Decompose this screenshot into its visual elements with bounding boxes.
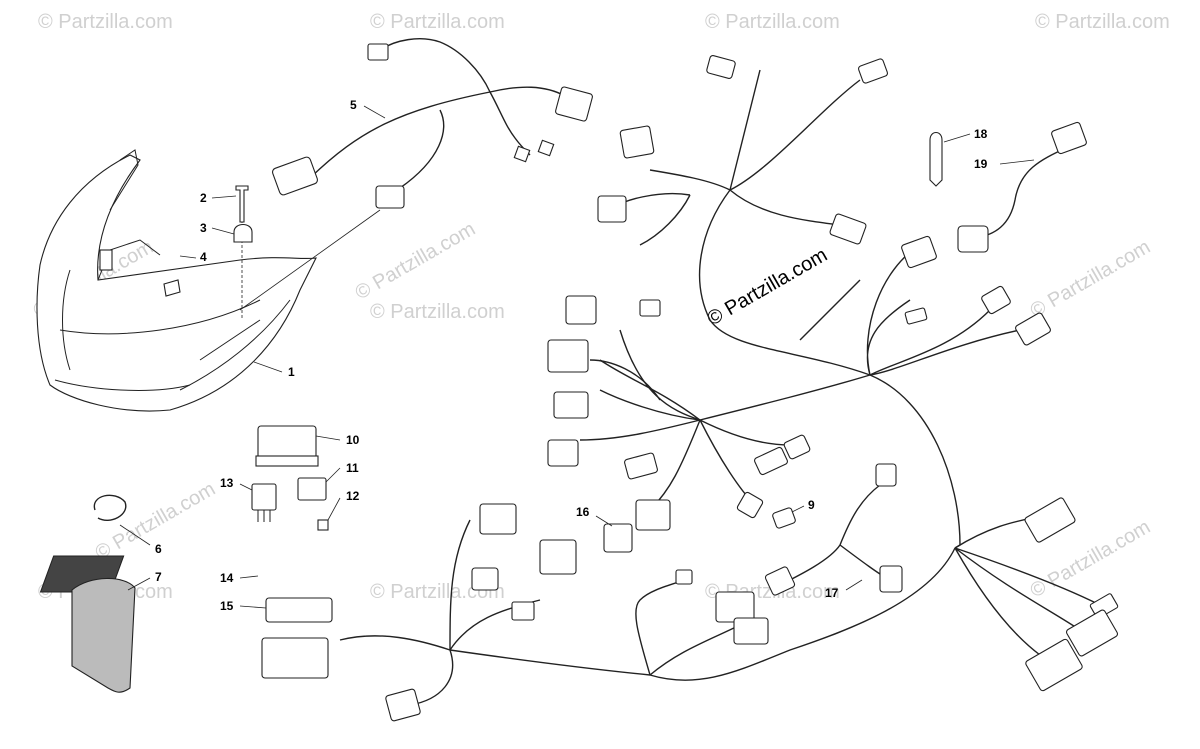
callout-2: 2 bbox=[200, 191, 207, 205]
part-15-gasket bbox=[265, 597, 333, 623]
callout-9: 9 bbox=[808, 498, 815, 512]
callout-18: 18 bbox=[974, 127, 988, 141]
callout-12: 12 bbox=[346, 489, 360, 503]
callout-13: 13 bbox=[220, 476, 234, 490]
part-6-ring bbox=[93, 494, 127, 521]
watermark-text: © Partzilla.com bbox=[352, 218, 480, 304]
callout-5: 5 bbox=[350, 98, 357, 112]
harness-connectors bbox=[385, 55, 1119, 722]
center-watermark: © Partzilla.com bbox=[704, 244, 832, 330]
callout-16: 16 bbox=[576, 505, 590, 519]
part-18-clip bbox=[929, 131, 943, 187]
fuse-box-base bbox=[261, 637, 329, 679]
watermark-text: © Partzilla.com bbox=[370, 581, 505, 603]
callout-11: 11 bbox=[346, 461, 359, 475]
watermark-text: © Partzilla.com bbox=[38, 11, 173, 33]
watermark-text: © Partzilla.com bbox=[1027, 236, 1155, 322]
callout-4: 4 bbox=[200, 250, 207, 264]
mounting-hardware bbox=[163, 185, 253, 320]
watermark-text: © Partzilla.com bbox=[705, 11, 840, 33]
watermark-text: © Partzilla.com bbox=[370, 301, 505, 323]
callout-15: 15 bbox=[220, 599, 234, 613]
callout-14: 14 bbox=[220, 571, 234, 585]
callout-17: 17 bbox=[825, 586, 839, 600]
part-13-relay bbox=[251, 483, 277, 511]
callout-3: 3 bbox=[200, 221, 207, 235]
part-11-relay bbox=[297, 477, 327, 501]
watermark-text: © Partzilla.com bbox=[1035, 11, 1170, 33]
callout-7: 7 bbox=[155, 570, 162, 584]
callout-19: 19 bbox=[974, 157, 988, 171]
callout-10: 10 bbox=[346, 433, 360, 447]
callout-layer: 1 2 3 4 5 6 7 9 10 11 12 13 14 15 16 17 bbox=[119, 98, 1035, 613]
headlight-harness bbox=[239, 38, 593, 311]
part-7-sleeve bbox=[71, 577, 136, 693]
callout-1: 1 bbox=[288, 365, 295, 379]
part-19-sensor-harness bbox=[957, 121, 1087, 253]
fuse-box-components bbox=[39, 425, 333, 679]
part-16-connector bbox=[603, 523, 633, 553]
watermark-text: © Partzilla.com bbox=[370, 11, 505, 33]
callout-6: 6 bbox=[155, 542, 162, 556]
part-9-connector bbox=[772, 507, 796, 529]
part-12-fuse bbox=[317, 519, 329, 531]
